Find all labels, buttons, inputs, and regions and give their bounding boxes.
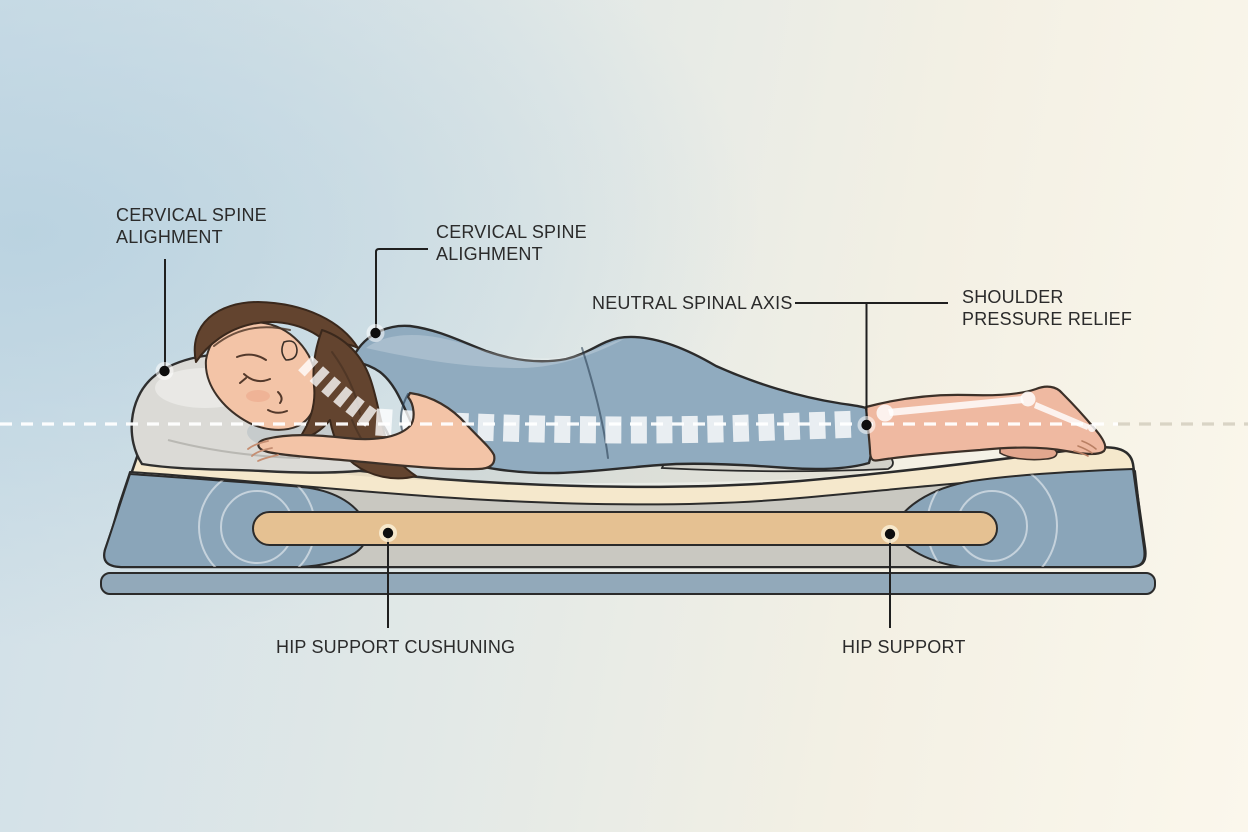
label-line: ALIGHMENT — [116, 226, 223, 247]
cheek-blush — [246, 390, 270, 402]
top-leg — [864, 385, 1107, 462]
label-line: CERVICAL SPINE — [116, 205, 267, 225]
label-line: SHOULDER — [962, 287, 1064, 307]
label-line: HIP SUPPORT CUSHUNING — [276, 637, 516, 657]
mouth — [267, 409, 288, 414]
support-core-bar — [252, 511, 998, 546]
head — [204, 321, 319, 431]
leader-cervical-shoulder — [375, 248, 428, 329]
sleeper — [193, 301, 1107, 480]
leader-lines — [164, 248, 948, 628]
label-line: PRESSURE RELIEF — [962, 308, 1133, 329]
shirt-hem-seam — [581, 347, 609, 459]
sleeve-cuff-line — [399, 393, 409, 431]
mattress — [103, 445, 1147, 569]
cervical-band — [298, 355, 382, 431]
dot-cervical-shoulder — [370, 327, 381, 339]
dot-neutral-axis — [861, 419, 872, 431]
leader-dots — [155, 324, 899, 543]
label-cervical-spine-shoulder: CERVICAL SPINE ALIGHMENT — [436, 222, 587, 265]
ear — [281, 340, 298, 361]
dot-cervical-pillow — [159, 365, 170, 377]
dot-hip-support — [884, 528, 896, 540]
face-features — [236, 353, 288, 414]
label-neutral-spinal-axis: NEUTRAL SPINAL AXIS — [592, 293, 793, 315]
shirt-highlight — [366, 335, 624, 368]
leader-neutral-axis — [795, 302, 948, 421]
eyelash — [239, 377, 247, 384]
finger-lines — [247, 440, 279, 462]
legs — [864, 385, 1107, 462]
toe-lines — [1073, 440, 1097, 457]
label-cervical-spine-pillow: CERVICAL SPINE ALIGHMENT — [116, 205, 267, 248]
closed-eye — [243, 373, 271, 383]
label-line: CERVICAL SPINE — [436, 222, 587, 242]
leg-bones — [876, 391, 1096, 432]
label-hip-support: HIP SUPPORT — [842, 637, 966, 659]
mattress-base — [100, 572, 1156, 595]
label-shoulder-pressure-relief: SHOULDER PRESSURE RELIEF — [962, 287, 1132, 330]
eyebrow — [236, 353, 267, 361]
arm — [247, 391, 496, 471]
dot-hip-cushioning — [382, 527, 394, 539]
label-hip-support-cushioning: HIP SUPPORT CUSHUNING — [276, 637, 515, 659]
nose — [277, 391, 283, 404]
label-line: NEUTRAL SPINAL AXIS — [592, 293, 793, 313]
label-line: ALIGHMENT — [436, 243, 543, 264]
label-line: HIP SUPPORT — [842, 637, 966, 657]
